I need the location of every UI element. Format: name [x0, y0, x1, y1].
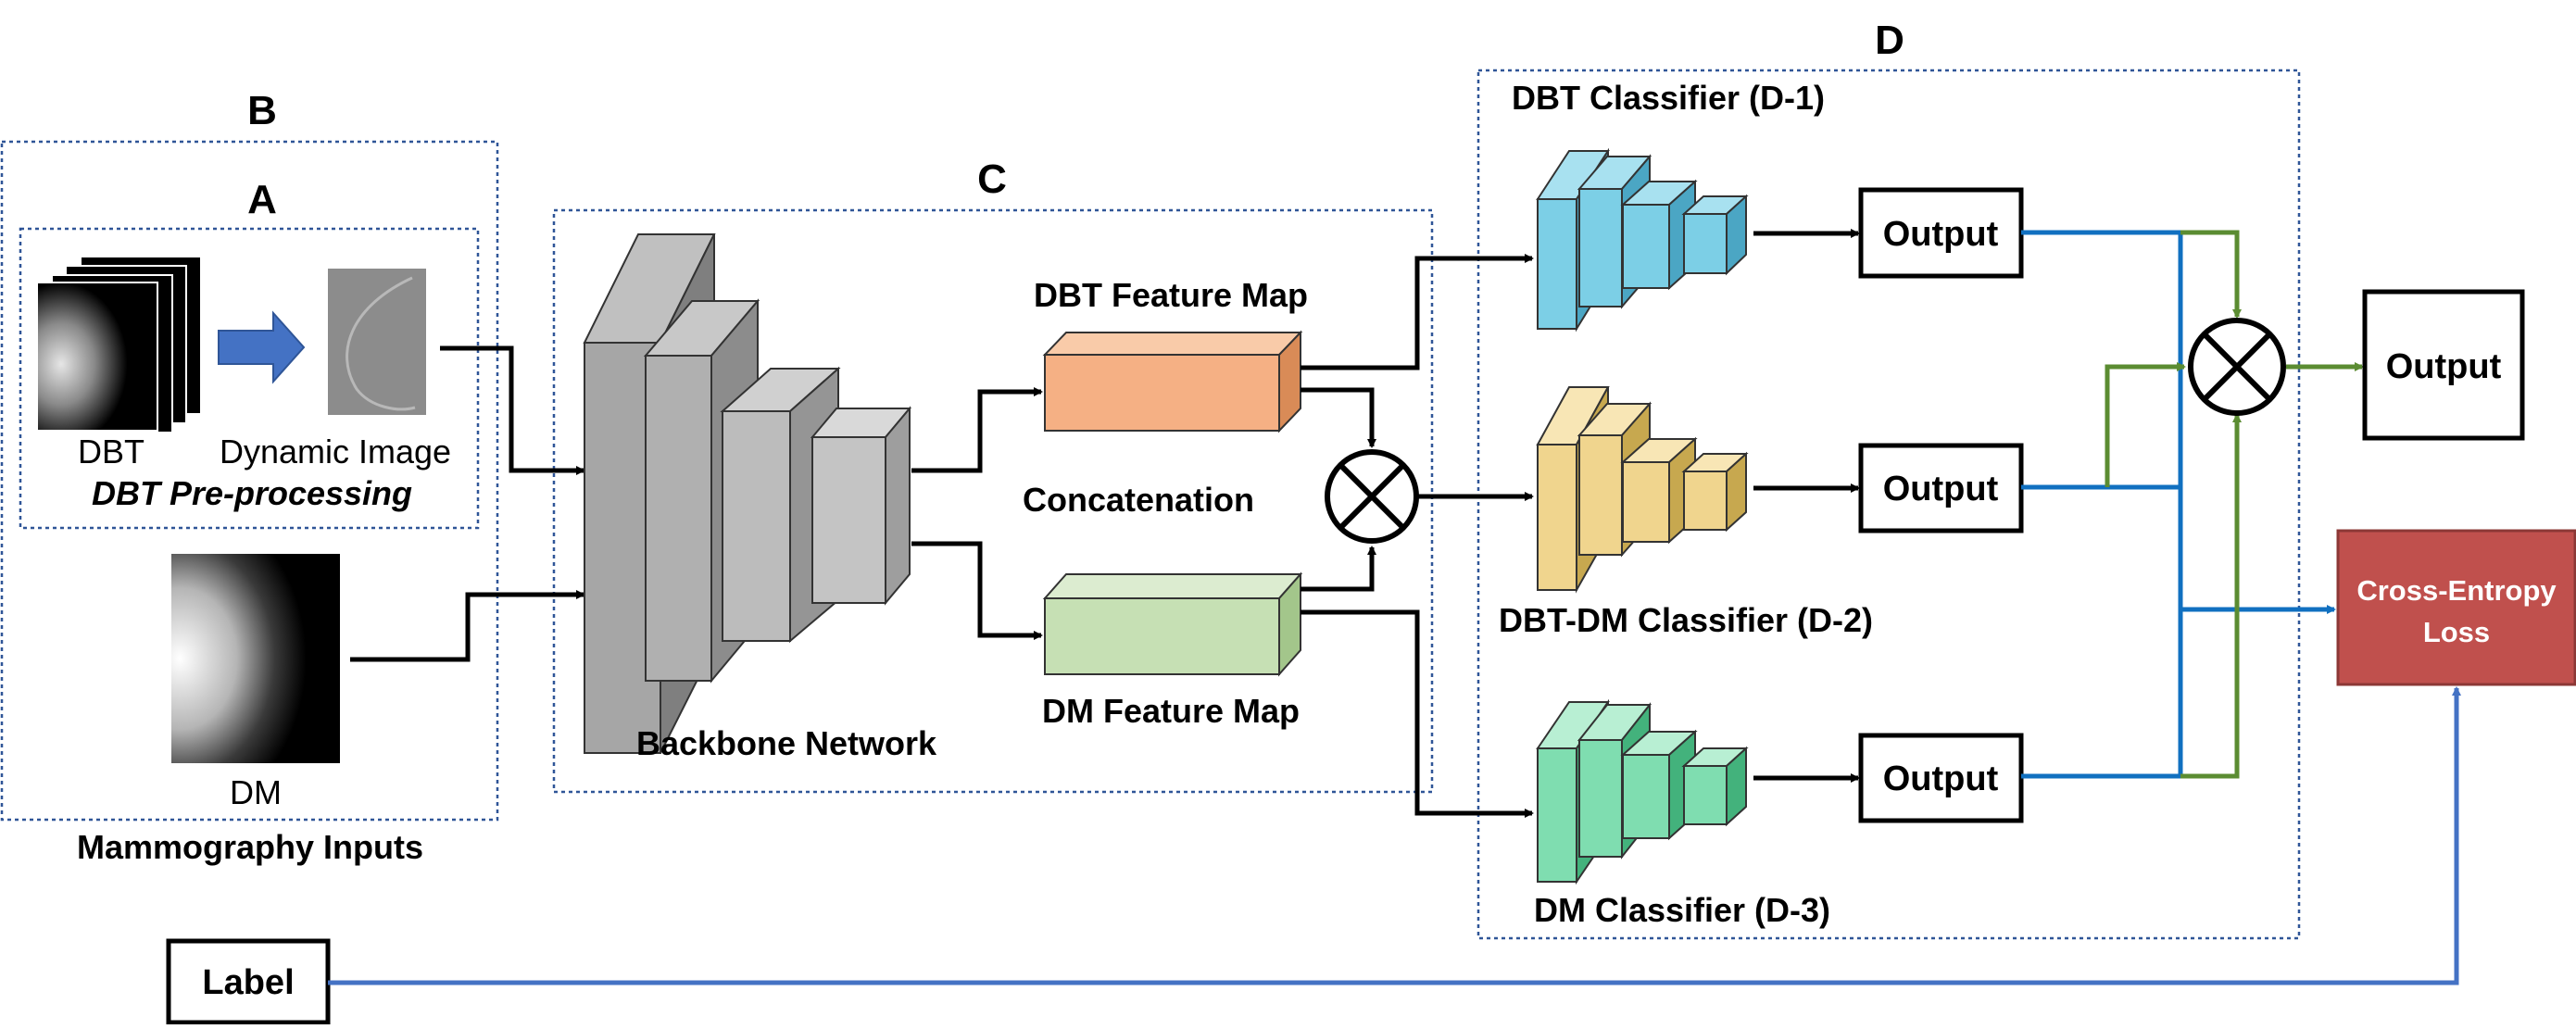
- backbone-to-dm-map-line: [911, 541, 1043, 640]
- label-box-text: Label: [202, 963, 294, 1002]
- dbt-image-stack: [36, 256, 202, 433]
- classifier-d2: [1536, 386, 1749, 594]
- dynamic-image: [328, 269, 426, 415]
- backbone-to-dbt-map-line: [911, 387, 1043, 473]
- dm-to-backbone-line: [350, 590, 585, 662]
- output-d1-label: Output: [1883, 215, 1999, 254]
- classifier-d1: [1536, 147, 1749, 333]
- section-d-title: D: [1875, 18, 1904, 63]
- preprocess-arrow-icon: [218, 310, 306, 384]
- green-d1-to-combine-line: [2180, 230, 2242, 319]
- label-box: [166, 938, 331, 1025]
- output-d2-label: Output: [1883, 470, 1999, 508]
- backbone-label: Backbone Network: [636, 724, 937, 762]
- dbt-preprocessing-label: DBT Pre-processing: [92, 474, 412, 512]
- cross-entropy-loss-line1: Cross-Entropy: [2356, 574, 2557, 607]
- label-to-loss-line: [328, 686, 2461, 985]
- output-box-d3: [1858, 733, 2024, 823]
- output-d1-to-loss-line: [2021, 230, 2183, 609]
- dynamic-image-label: Dynamic Image: [220, 433, 451, 471]
- backbone-network: [583, 233, 912, 754]
- cross-entropy-loss-box: [2336, 529, 2576, 686]
- dm-image: [171, 554, 340, 763]
- final-output-label: Output: [2386, 347, 2502, 386]
- dynamic-image-breast-outline: [346, 276, 416, 411]
- section-b-border: [0, 140, 499, 822]
- classifier-d1-label: DBT Classifier (D-1): [1512, 79, 1825, 117]
- dm-map-to-concat-line: [1301, 546, 1376, 592]
- mammography-inputs-label: Mammography Inputs: [77, 828, 423, 866]
- cross-entropy-loss-line2: Loss: [2423, 616, 2490, 648]
- concatenation-operator-icon: [1325, 449, 1419, 544]
- dbt-map-to-concat-line: [1301, 387, 1376, 448]
- dbt-feature-map: [1042, 330, 1303, 433]
- concatenation-label: Concatenation: [1023, 481, 1254, 519]
- dbt-map-to-d1-line: [1301, 254, 1534, 370]
- dbt-input-label: DBT: [78, 433, 145, 471]
- classifier-d3-label: DM Classifier (D-3): [1534, 891, 1830, 929]
- dm-map-to-d3-line: [1301, 609, 1534, 818]
- dbt-feature-map-label: DBT Feature Map: [1034, 276, 1308, 314]
- dm-input-label: DM: [230, 773, 282, 811]
- final-output-box: [2362, 289, 2525, 441]
- output-d3-label: Output: [1883, 759, 1999, 798]
- ensemble-operator-icon: [2188, 318, 2286, 416]
- section-d-border: [1476, 69, 2301, 940]
- section-a-title: A: [247, 177, 277, 222]
- dm-feature-map-label: DM Feature Map: [1042, 692, 1300, 730]
- classifier-d3: [1536, 698, 1749, 885]
- section-c-border: [552, 208, 1434, 794]
- dbt-to-backbone-line: [440, 345, 585, 475]
- section-b-title: B: [247, 88, 277, 133]
- output-box-d1: [1858, 187, 2024, 279]
- classifier-d2-label: DBT-DM Classifier (D-2): [1499, 601, 1873, 639]
- green-d3-to-combine-line: [2180, 413, 2242, 779]
- output-d3-to-loss-line: [2021, 609, 2183, 779]
- section-c-title: C: [977, 157, 1007, 202]
- section-a-border: [19, 227, 480, 530]
- dm-feature-map: [1042, 571, 1303, 677]
- green-d2-to-combine-line: [2105, 362, 2186, 487]
